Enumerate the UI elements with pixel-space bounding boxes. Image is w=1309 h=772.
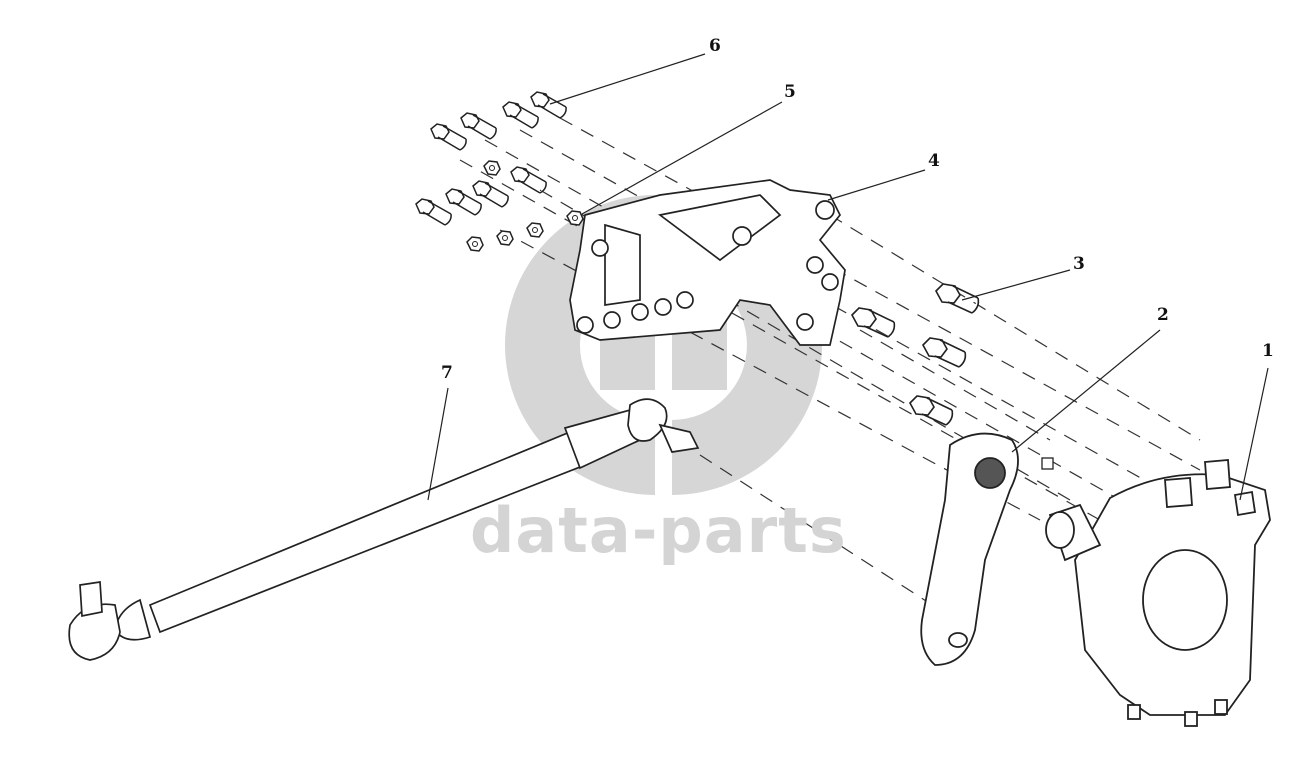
callout-2: 2 <box>1157 305 1169 325</box>
callout-4: 4 <box>928 151 940 171</box>
leader-lines <box>427 53 1269 501</box>
part-4-bracket <box>569 179 846 346</box>
callout-1: 1 <box>1262 341 1274 361</box>
callout-6: 6 <box>709 36 721 56</box>
part-2-pitman-arm <box>920 432 1019 666</box>
part-6-bolts <box>415 91 567 226</box>
callout-3: 3 <box>1073 254 1085 274</box>
small-square-marker <box>1041 457 1054 470</box>
callout-5: 5 <box>784 82 796 102</box>
part-3-bolts <box>851 283 980 426</box>
watermark-text: data-parts <box>470 494 847 567</box>
part-1-steering-gear <box>1045 459 1271 727</box>
callout-7: 7 <box>441 363 453 383</box>
part-7-tie-rod <box>68 398 700 661</box>
